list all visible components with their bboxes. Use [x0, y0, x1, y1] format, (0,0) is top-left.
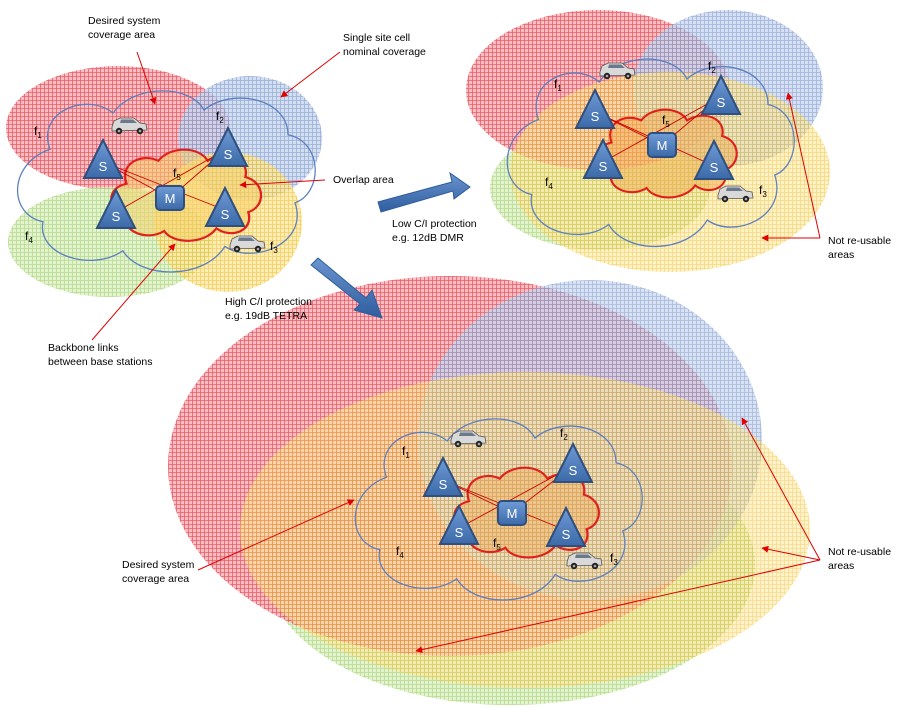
master-label: M [657, 138, 668, 153]
base-station-3: S [583, 139, 623, 179]
base-station-1: S [575, 89, 615, 129]
diagram-top-right: S S S S M f1 f2 f3 f4 f5 [466, 10, 830, 272]
freq-label-f4: f4 [25, 229, 33, 245]
freq-label-f5: f5 [173, 166, 181, 182]
transition-arrow-right [377, 171, 471, 213]
station-label: S [562, 527, 571, 542]
freq-label-f5: f5 [662, 113, 670, 129]
base-station-2: S [553, 443, 593, 483]
label-not-reusable-bottom: Not re-usable areas [828, 546, 894, 572]
freq-label-f2: f2 [560, 426, 568, 442]
base-station-2: S [208, 127, 248, 167]
freq-labels: f1 f2 f3 f4 f5 [545, 59, 767, 199]
freq-label-f3: f3 [610, 551, 618, 567]
station-label: S [717, 95, 726, 110]
station-label: S [224, 147, 233, 162]
freq-label-f2: f2 [708, 59, 716, 75]
station-label: S [221, 207, 230, 222]
freq-label-f3: f3 [759, 183, 767, 199]
base-station-2: S [701, 75, 741, 115]
station-label: S [455, 525, 464, 540]
label-desired-coverage-top: Desired system coverage area [88, 15, 163, 41]
transition-arrow-down [310, 257, 383, 319]
freq-label-f4: f4 [396, 544, 404, 560]
master-station: M [497, 500, 527, 526]
freq-label-f1: f1 [34, 124, 42, 140]
base-station-1: S [83, 139, 123, 179]
station-label: S [112, 209, 121, 224]
label-not-reusable-top: Not re-usable areas [828, 235, 894, 261]
freq-label-f5: f5 [493, 536, 501, 552]
label-desired-coverage-bottom: Desired system coverage area [122, 559, 197, 585]
label-overlap-area: Overlap area [333, 174, 394, 186]
label-backbone-links: Backbone links between base stations [48, 342, 153, 368]
base-station-3: S [439, 505, 479, 545]
freq-label-f4: f4 [545, 175, 553, 191]
station-label: S [99, 159, 108, 174]
station-label: S [439, 477, 448, 492]
callout-arrows [91, 51, 821, 654]
diagram-bottom: S S S S M f1 f2 f3 f4 f5 [168, 276, 810, 705]
label-high-ci: High C/I protection e.g. 19dB TETRA [225, 296, 315, 322]
freq-label-f1: f1 [554, 77, 562, 93]
freq-labels: f1 f2 f3 f4 f5 [396, 426, 618, 567]
annotation-labels: Desired system coverage area Single site… [48, 15, 894, 585]
freq-label-f2: f2 [216, 109, 224, 125]
diagram-top-left: S S S S M f1 f2 f3 f4 f5 [6, 66, 322, 297]
freq-label-f3: f3 [270, 239, 278, 255]
base-station-4: S [546, 507, 586, 547]
station-label: S [569, 463, 578, 478]
base-station-4: S [205, 187, 245, 227]
base-station-1: S [423, 457, 463, 497]
station-label: S [599, 159, 608, 174]
freq-labels: f1 f2 f3 f4 f5 [25, 109, 278, 255]
station-label: S [591, 109, 600, 124]
base-station-4: S [694, 140, 734, 180]
station-label: S [710, 160, 719, 175]
label-single-site-cell: Single site cell nominal coverage [343, 32, 426, 58]
master-station: M [647, 132, 677, 158]
master-label: M [507, 506, 518, 521]
master-station: M [155, 185, 185, 211]
base-station-3: S [96, 189, 136, 229]
label-low-ci: Low C/I protection e.g. 12dB DMR [392, 218, 480, 244]
master-label: M [165, 191, 176, 206]
freq-label-f1: f1 [402, 444, 410, 460]
